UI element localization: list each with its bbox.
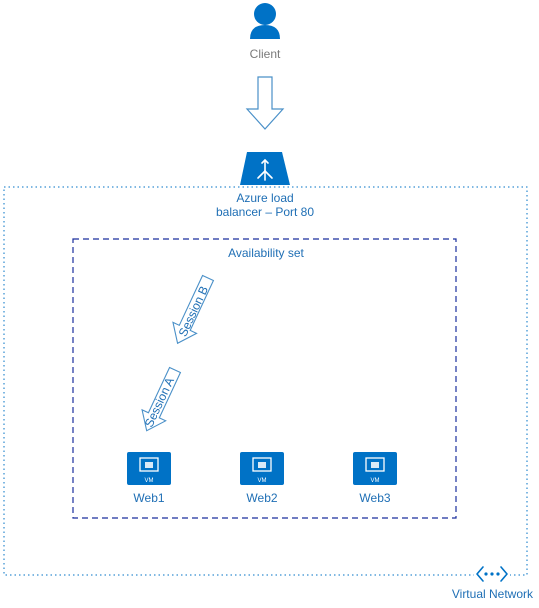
vm-badge: VM (145, 478, 154, 484)
client-label: Client (250, 47, 281, 61)
client-to-lb-arrow (245, 76, 285, 130)
vm-label-web2: Web2 (246, 491, 277, 505)
virtual-network-icon[interactable] (474, 565, 510, 583)
session-b-label: Session B (176, 284, 212, 339)
availability-set-label: Availability set (228, 246, 304, 260)
availability-set-boundary (72, 238, 457, 519)
virtual-network-boundary (3, 186, 528, 576)
virtual-network-label: Virtual Network (452, 587, 534, 601)
vm-label-web3: Web3 (359, 491, 390, 505)
vm-badge: VM (258, 478, 267, 484)
load-balancer-label-line2: balancer – Port 80 (216, 205, 314, 219)
vm-badge: VM (371, 478, 380, 484)
user-icon[interactable] (250, 3, 280, 39)
vm-web2[interactable]: VM (240, 452, 284, 485)
vm-monitor-icon (353, 452, 397, 485)
session-a-arrow (141, 366, 182, 432)
load-balancer-label-line1: Azure load (236, 191, 293, 205)
vm-web1[interactable]: VM (127, 452, 171, 485)
session-b-arrow (172, 274, 215, 345)
vm-monitor-icon (127, 452, 171, 485)
vm-web3[interactable]: VM (353, 452, 397, 485)
vm-label-web1: Web1 (133, 491, 164, 505)
vm-monitor-icon (240, 452, 284, 485)
load-balancer-icon[interactable] (240, 152, 290, 185)
